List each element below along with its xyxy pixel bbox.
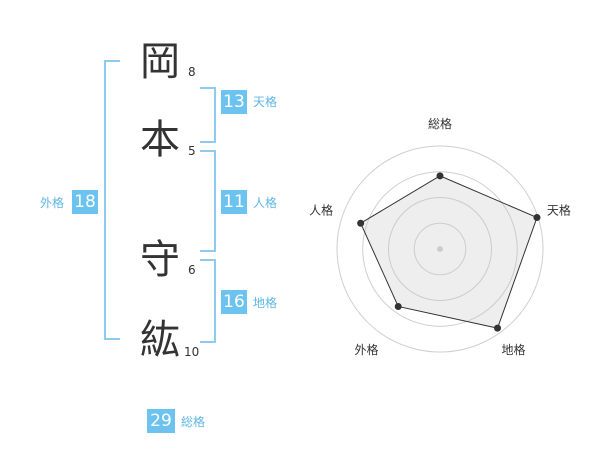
stroke-count-1: 8 bbox=[188, 65, 196, 79]
gaikaku-label: 外格 bbox=[40, 196, 65, 210]
radar-axis-label-5: 人格 bbox=[309, 202, 333, 217]
radar-point-1 bbox=[436, 172, 444, 180]
name-char-4: 紘 bbox=[140, 317, 180, 363]
radar-point-3 bbox=[494, 324, 502, 332]
radar-point-5 bbox=[357, 219, 365, 227]
tenkaku-label: 天格 bbox=[253, 95, 278, 109]
chikaku-label: 地格 bbox=[253, 296, 278, 310]
chikaku-bracket bbox=[200, 259, 216, 343]
radar-ring-1 bbox=[413, 222, 467, 276]
stroke-count-2: 5 bbox=[188, 144, 196, 158]
chikaku-value: 16 bbox=[221, 290, 247, 314]
name-char-2: 本 bbox=[140, 117, 180, 163]
gaikaku-value: 18 bbox=[72, 190, 98, 214]
radar-polygon bbox=[360, 175, 538, 329]
soukaku-label: 総格 bbox=[181, 415, 206, 429]
radar-ring-3 bbox=[362, 171, 518, 327]
name-char-1: 岡 bbox=[140, 39, 180, 85]
radar-axis-label-4: 外格 bbox=[355, 342, 379, 357]
radar-point-2 bbox=[533, 213, 541, 221]
name-char-3: 守 bbox=[140, 237, 180, 283]
jinkaku-label: 人格 bbox=[253, 196, 278, 210]
radar-axis-label-2: 天格 bbox=[547, 202, 571, 217]
radar-axis-label-1: 総格 bbox=[428, 116, 452, 131]
gaikaku-bracket bbox=[104, 60, 120, 340]
tenkaku-bracket bbox=[200, 87, 216, 143]
jinkaku-bracket bbox=[200, 150, 216, 252]
radar-axis-label-3: 地格 bbox=[501, 342, 525, 357]
soukaku-value: 29 bbox=[147, 409, 175, 433]
stroke-count-4: 10 bbox=[184, 345, 200, 359]
jinkaku-value: 11 bbox=[221, 190, 247, 214]
radar-ring-2 bbox=[388, 197, 492, 301]
radar-center-dot bbox=[437, 246, 443, 252]
radar-point-4 bbox=[394, 302, 402, 310]
stroke-count-3: 6 bbox=[188, 263, 196, 277]
radar-ring-4 bbox=[336, 145, 544, 353]
tenkaku-value: 13 bbox=[221, 90, 247, 114]
